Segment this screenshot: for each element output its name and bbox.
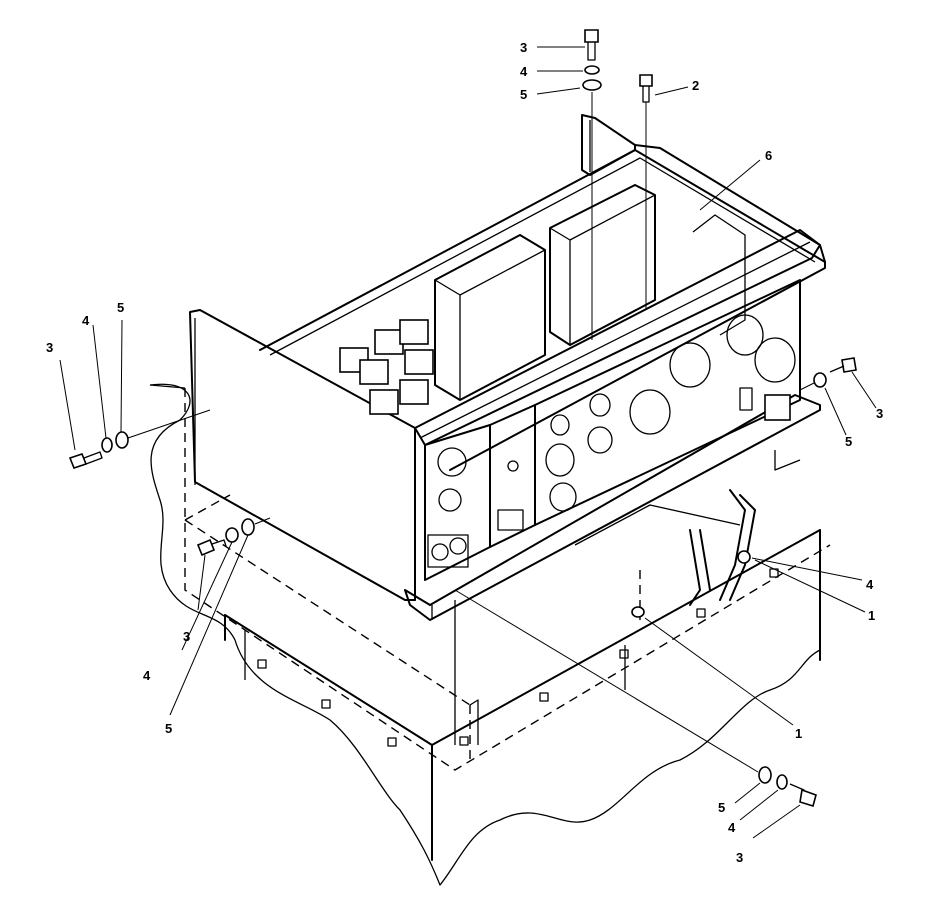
callout-5-right: 5 bbox=[845, 434, 852, 449]
callout-4-top: 4 bbox=[520, 64, 528, 79]
callout-leaders bbox=[60, 47, 876, 838]
hardware-left-lower bbox=[198, 518, 270, 555]
callout-5-left-upper: 5 bbox=[117, 300, 124, 315]
mounting-rail bbox=[405, 395, 820, 620]
callout-labels: 3 4 5 2 6 3 4 5 3 5 4 1 3 4 5 1 5 4 3 bbox=[46, 40, 883, 865]
hardware-left-upper bbox=[70, 410, 210, 468]
callout-5-left-lower: 5 bbox=[165, 721, 172, 736]
callout-4-right-inner: 4 bbox=[866, 577, 874, 592]
control-box-housing bbox=[190, 115, 825, 600]
callout-1-center: 1 bbox=[795, 726, 802, 741]
hardware-right bbox=[800, 358, 856, 390]
callout-4-left-lower: 4 bbox=[143, 668, 151, 683]
callout-3-right: 3 bbox=[876, 406, 883, 421]
callout-3-left-lower: 3 bbox=[183, 629, 190, 644]
callout-4-left-upper: 4 bbox=[82, 313, 90, 328]
hardware-top bbox=[583, 30, 652, 340]
hardware-bottom bbox=[455, 590, 816, 806]
callout-6-housing: 6 bbox=[765, 148, 772, 163]
callout-5-bottom: 5 bbox=[718, 800, 725, 815]
callout-3-top: 3 bbox=[520, 40, 527, 55]
callout-5-top: 5 bbox=[520, 87, 527, 102]
callout-3-left-upper: 3 bbox=[46, 340, 53, 355]
hardware-inner bbox=[632, 551, 750, 617]
callout-2-top: 2 bbox=[692, 78, 699, 93]
gauge-cluster bbox=[546, 315, 795, 511]
callout-4-bottom: 4 bbox=[728, 820, 736, 835]
callout-1-right-inner: 1 bbox=[868, 608, 875, 623]
wiring-harness bbox=[575, 490, 755, 605]
callout-3-bottom: 3 bbox=[736, 850, 743, 865]
relay-bank bbox=[340, 320, 433, 414]
